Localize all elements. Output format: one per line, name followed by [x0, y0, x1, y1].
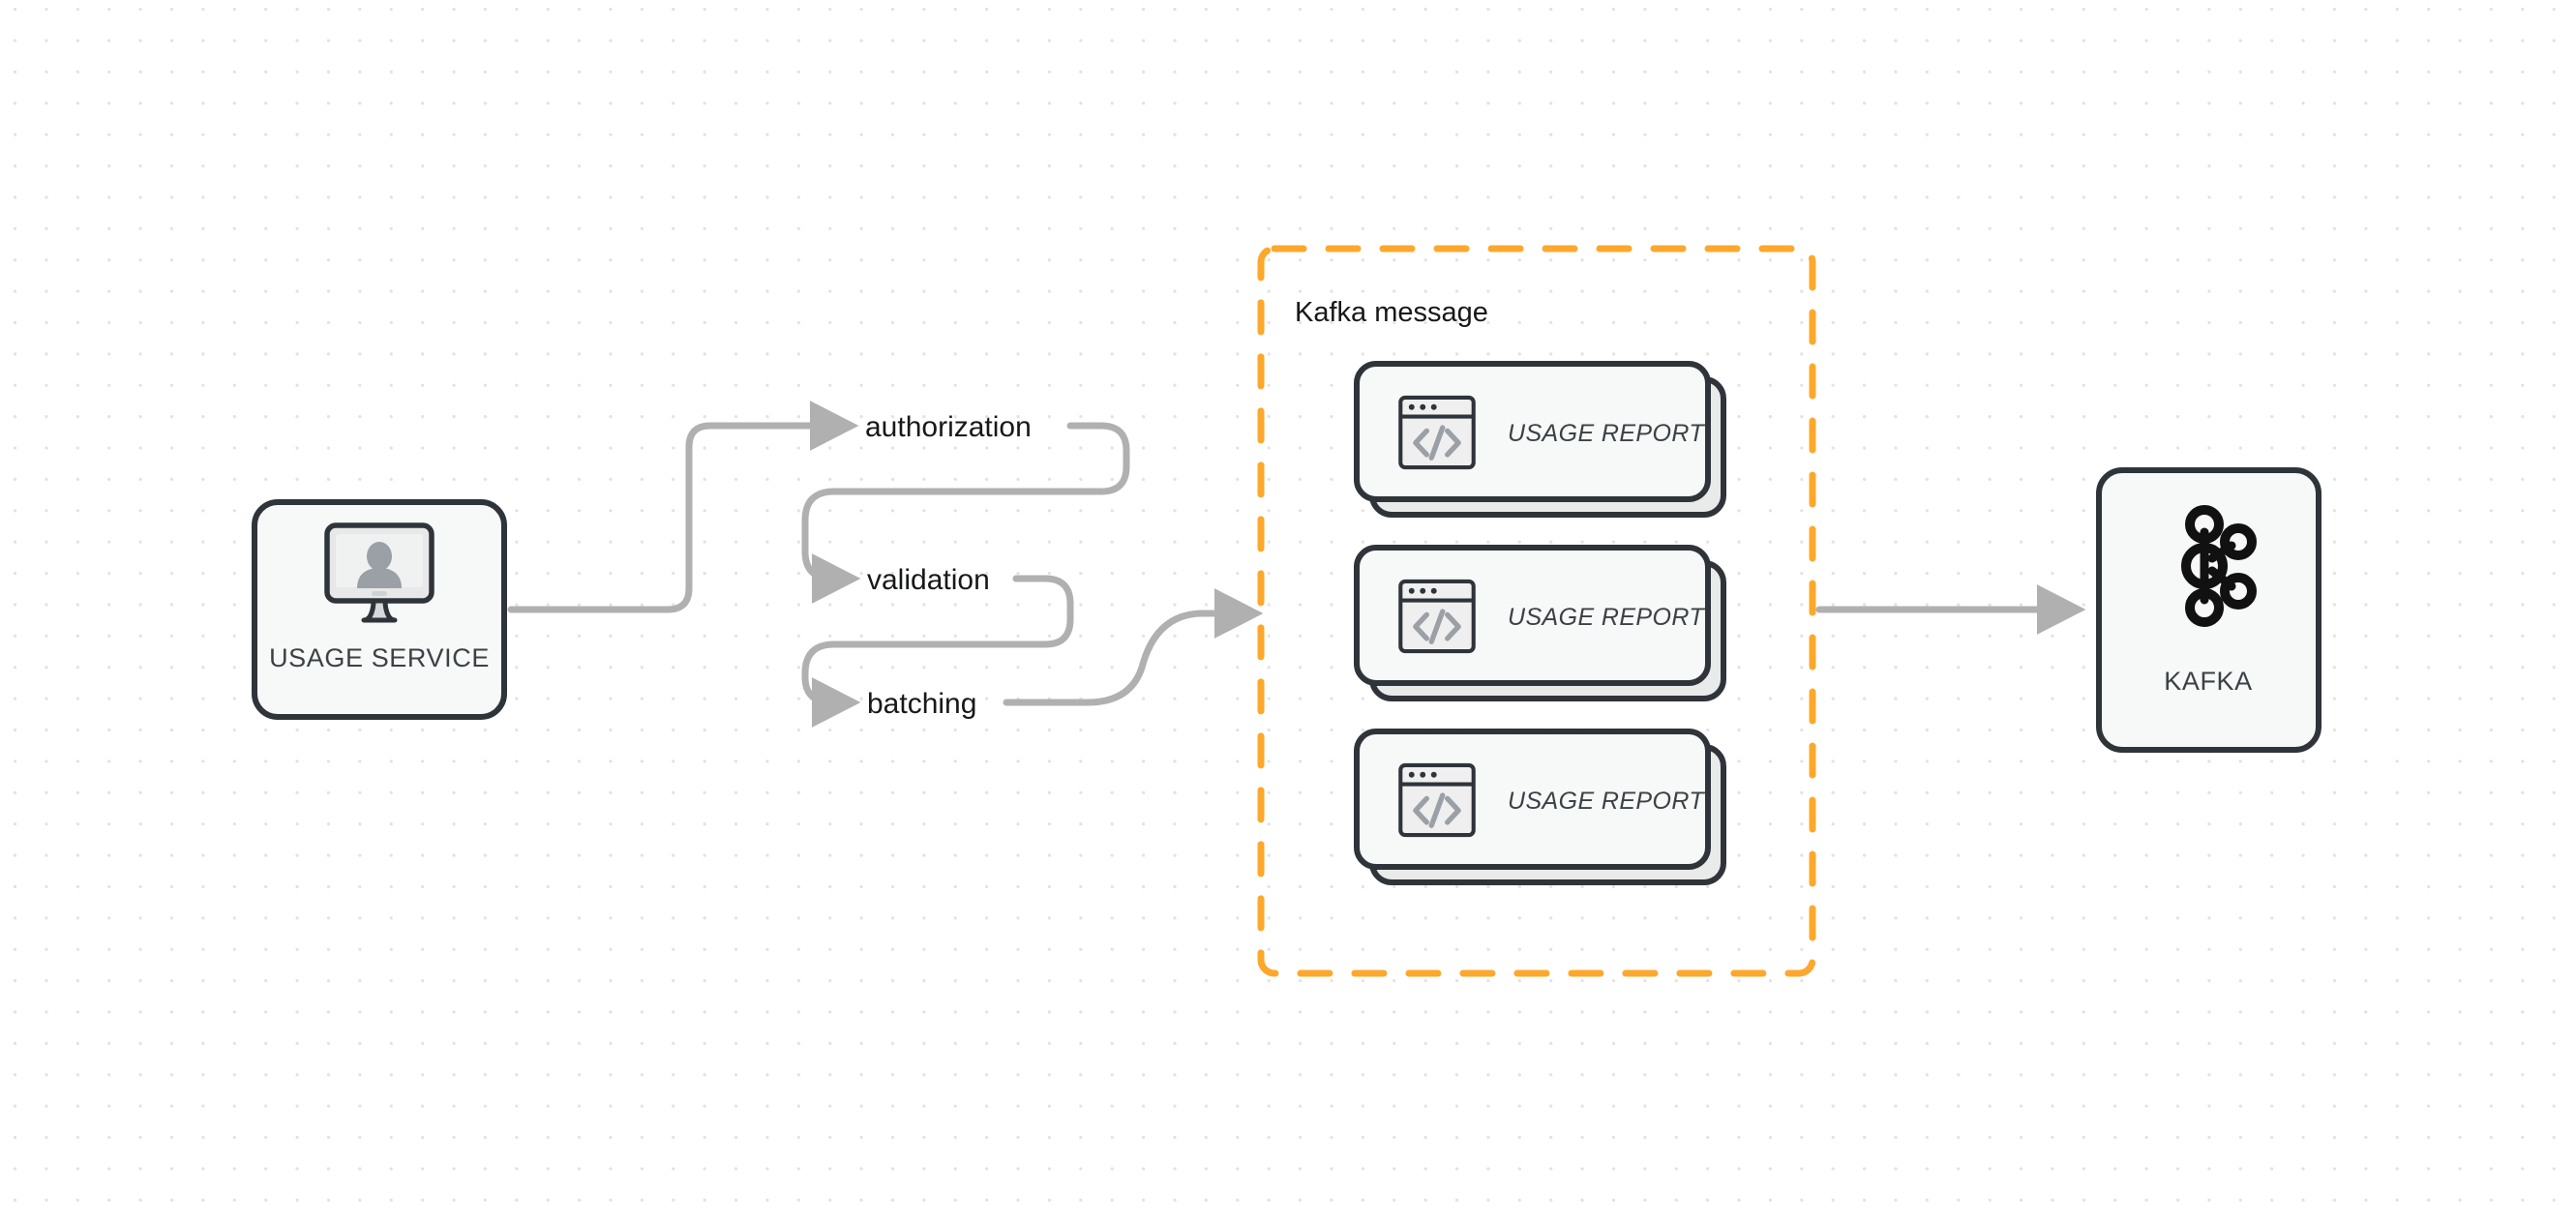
connector-usage-service-to-authorization	[507, 401, 859, 613]
usage-service-label: USAGE SERVICE	[269, 643, 490, 672]
step-label-authorization[interactable]: authorization	[865, 411, 1032, 443]
connector-validation-to-batching	[801, 575, 1074, 728]
kafka-message-dashed-border	[1257, 245, 1816, 977]
connector-authorization-to-validation	[801, 422, 1130, 604]
connector-batching-to-kafka-message	[1003, 588, 1264, 706]
usage-report-card[interactable]: USAGE REPORT	[1354, 545, 1726, 701]
code-window-icon	[1400, 765, 1473, 835]
kafka-box	[2096, 467, 2321, 753]
usage-report-label: USAGE REPORT	[1508, 420, 1705, 447]
step-label-validation[interactable]: validation	[867, 564, 990, 596]
code-window-icon	[1400, 398, 1473, 467]
kafka-label: KAFKA	[2164, 667, 2253, 696]
usage-report-label: USAGE REPORT	[1508, 788, 1705, 815]
kafka-message-title: Kafka message	[1295, 297, 1488, 328]
usage-report-label: USAGE REPORT	[1508, 604, 1705, 631]
code-window-icon	[1400, 581, 1473, 651]
group-kafka-message[interactable]: Kafka message USAGE REPORT USAGE REPORT	[1257, 245, 1816, 977]
pipeline-steps: authorization validation batching	[865, 411, 1032, 720]
usage-report-card[interactable]: USAGE REPORT	[1354, 361, 1726, 518]
node-usage-service[interactable]: USAGE SERVICE	[252, 499, 507, 720]
node-kafka[interactable]: KAFKA	[2096, 467, 2321, 753]
usage-report-card[interactable]: USAGE REPORT	[1354, 729, 1726, 885]
step-label-batching[interactable]: batching	[867, 688, 976, 720]
